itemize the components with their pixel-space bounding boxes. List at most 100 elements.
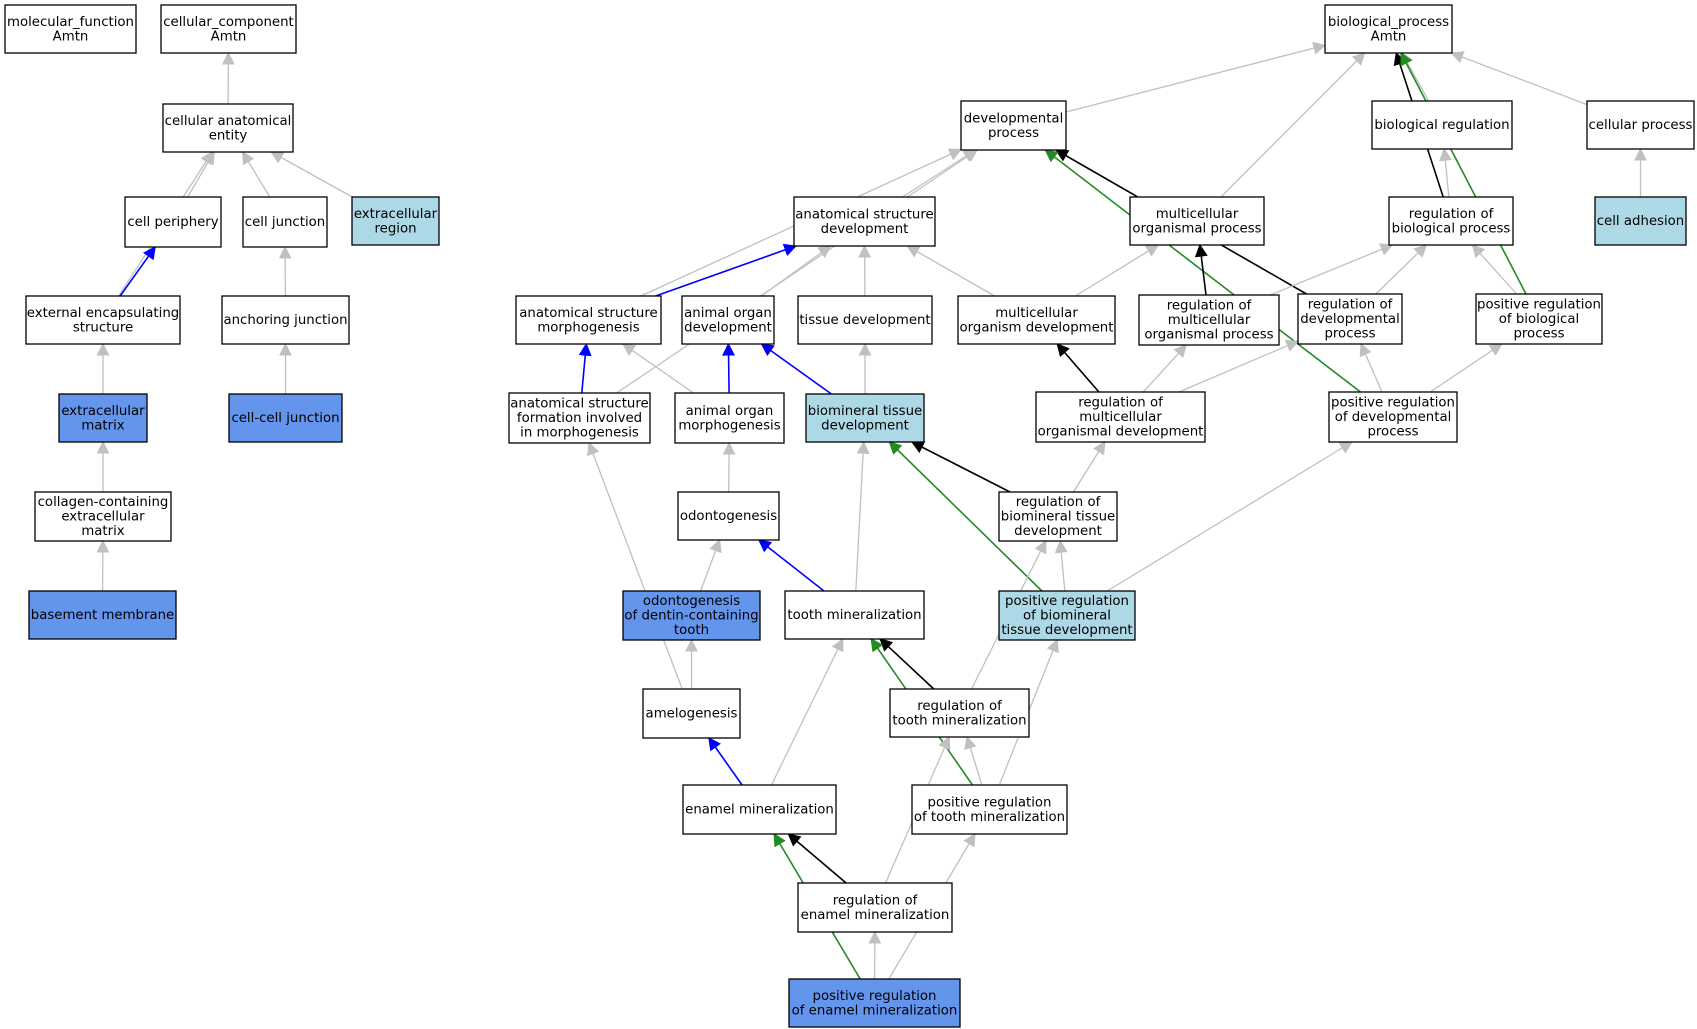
node-label-line: development (821, 222, 909, 237)
edge-em-to-amel (708, 736, 743, 786)
edge-cj-to-cae (241, 150, 271, 198)
node-box (25, 295, 181, 345)
node-box (1586, 100, 1695, 150)
node-label-line: tissue development (799, 313, 930, 328)
edge-btd-to-aod (760, 343, 832, 395)
node-box (58, 393, 148, 443)
edge-rbtd-to-rmod (1072, 440, 1106, 493)
edge-asf-to-dev (616, 149, 979, 394)
edge-aom-to-asm (621, 343, 694, 394)
edge-prdp-to-prbp (1429, 343, 1503, 393)
edge-rem-to-em (787, 833, 847, 884)
node-label-line: of developmental (1335, 410, 1452, 425)
node-box (1138, 294, 1280, 346)
edge-cper-to-cae (187, 150, 215, 198)
node-box (677, 491, 780, 541)
node-label-line: development (821, 418, 909, 433)
node-box (508, 392, 651, 444)
node-box (221, 295, 350, 345)
node-label-line: odontogenesis (680, 509, 777, 524)
node-box (784, 590, 925, 640)
node-label-line: of enamel mineralization (792, 1003, 958, 1018)
node-box (797, 882, 953, 933)
edge-breg-to-bp (1401, 51, 1430, 102)
node-label-line: anatomical structure (519, 306, 657, 321)
node-box (674, 392, 785, 444)
node-label-line: process (1324, 327, 1375, 342)
node-label-line: regulation of (1409, 207, 1494, 222)
node-cell-cell-junction[interactable]: cell-cell junction (228, 393, 343, 443)
node-tooth-mineralization[interactable]: tooth mineralization (784, 590, 925, 640)
node-label-line: developmental (1300, 312, 1400, 327)
edge-tm-to-btd (855, 440, 870, 592)
node-label-line: amelogenesis (646, 707, 738, 722)
node-cell-periphery[interactable]: cell periphery (124, 196, 222, 248)
node-tissue-development[interactable]: tissue development (797, 295, 933, 345)
node-label-line: extracellular (61, 404, 145, 419)
node-label-line: collagen-containing (38, 495, 169, 510)
node-cellular-process[interactable]: cellular process (1586, 100, 1695, 150)
node-amelogenesis[interactable]: amelogenesis (642, 688, 741, 739)
node-box (4, 4, 137, 54)
node-label-line: biological regulation (1374, 118, 1509, 133)
node-label-line: basement membrane (31, 608, 174, 623)
edge-odon-to-aom (722, 441, 736, 493)
edge-em-to-tm (770, 637, 844, 786)
node-label-line: tooth mineralization (892, 713, 1026, 728)
node-label-line: process (988, 126, 1039, 141)
node-box (642, 688, 741, 739)
node-cell-adhesion[interactable]: cell adhesion (1594, 196, 1687, 246)
node-label-line: external encapsulating (27, 306, 179, 321)
node-label-line: of biomineral (1023, 609, 1111, 624)
node-label-line: regulation of (833, 893, 918, 908)
node-anchoring-junction[interactable]: anchoring junction (221, 295, 350, 345)
node-label-line: tooth (674, 623, 709, 638)
node-cell-junction[interactable]: cell junction (242, 196, 328, 248)
node-box (998, 590, 1136, 641)
node-odontogenesis[interactable]: odontogenesis (677, 491, 780, 541)
node-label-line: matrix (81, 418, 124, 433)
edge-rmod-to-rmop (1142, 344, 1188, 393)
node-basement-membrane[interactable]: basement membrane (28, 590, 177, 640)
node-box (889, 688, 1030, 738)
node-box (162, 103, 294, 153)
node-box (957, 295, 1116, 345)
node-biological-regulation[interactable]: biological regulation (1371, 100, 1513, 150)
edge-mod-to-mop (1075, 244, 1160, 297)
node-enamel-mineralization[interactable]: enamel mineralization (682, 784, 837, 835)
edge-mop-to-bp (1220, 52, 1366, 198)
node-box (1035, 391, 1206, 443)
edge-layer (96, 41, 1647, 980)
